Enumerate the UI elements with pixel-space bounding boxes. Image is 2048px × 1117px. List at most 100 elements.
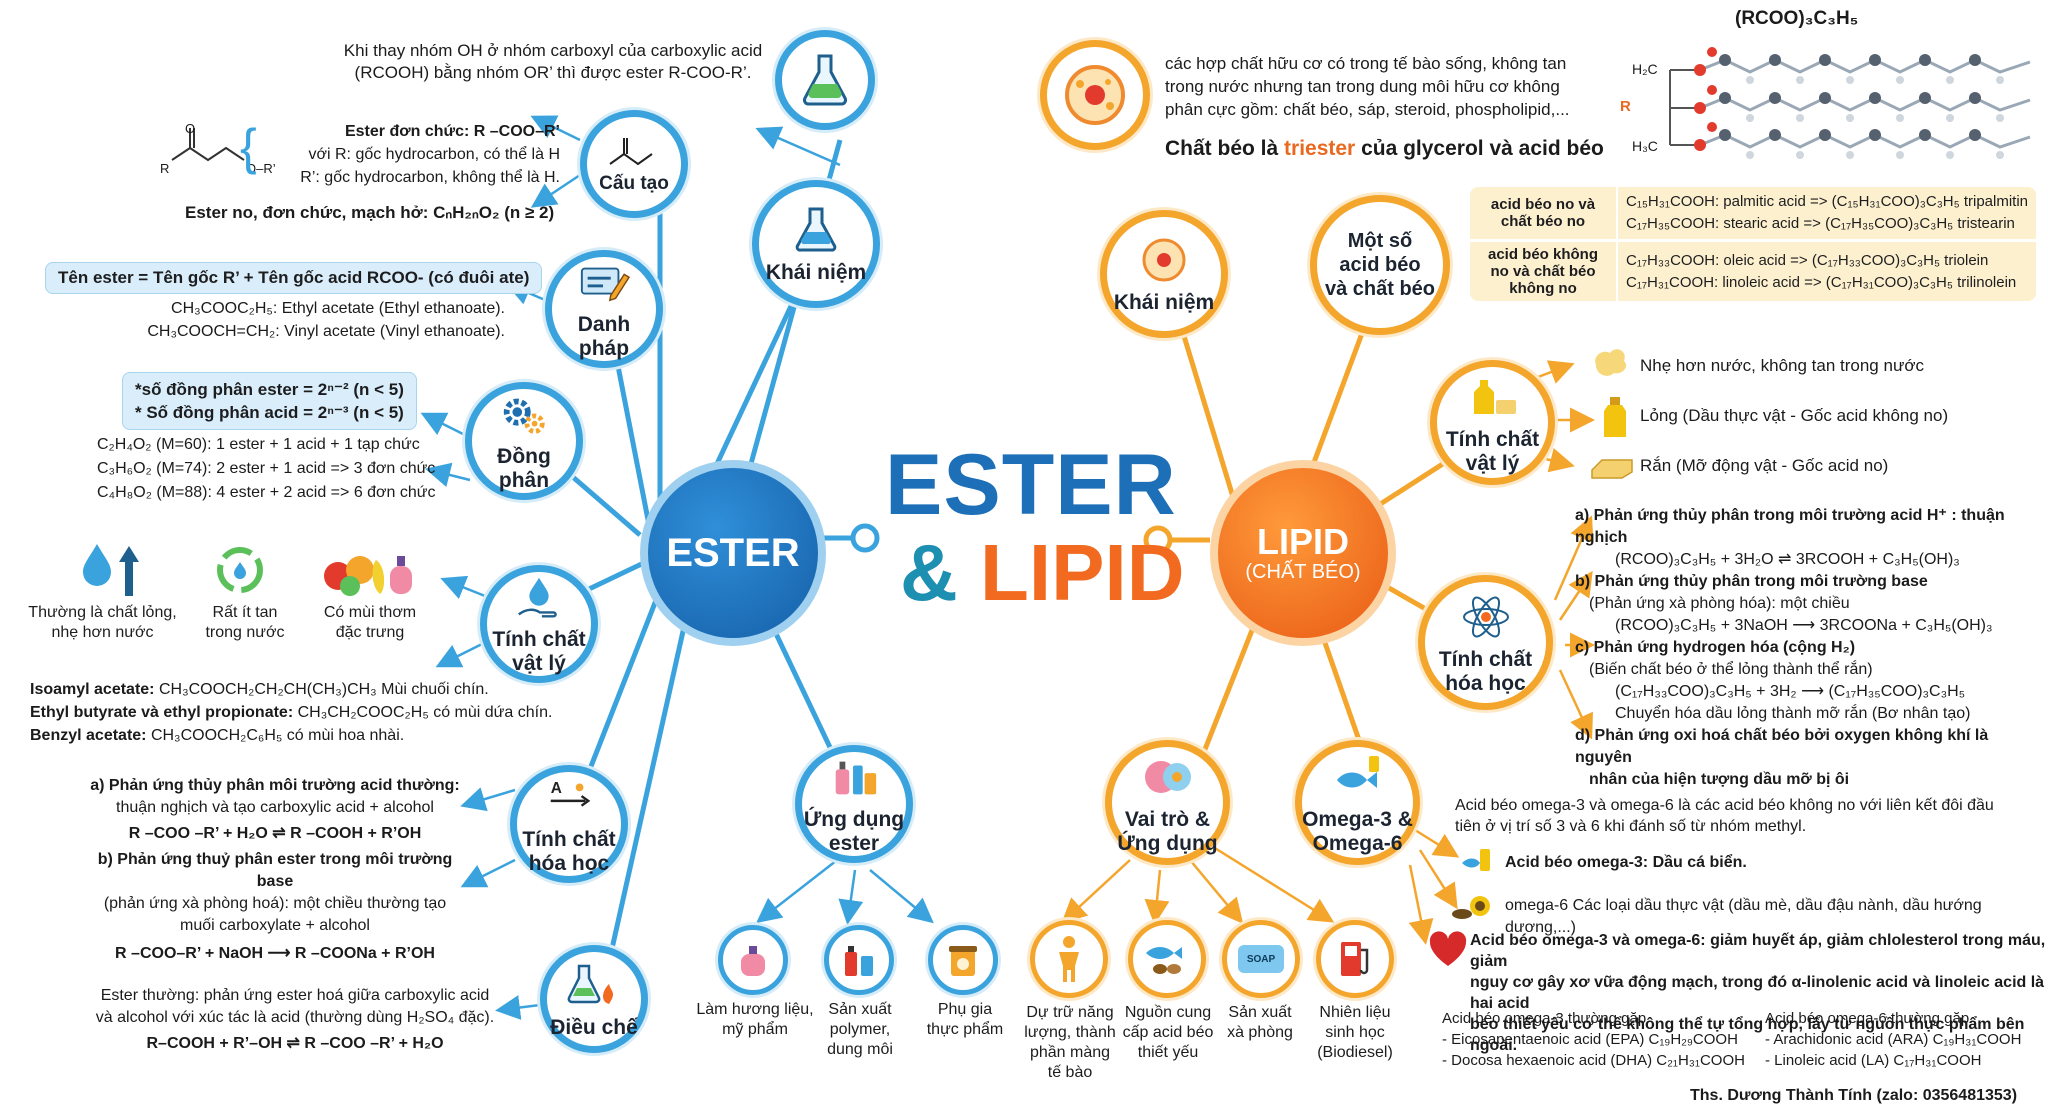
omega3-list-1: - Eicosapentaenoic acid (EPA) C₁₉H₂₉COOH — [1442, 1031, 1738, 1048]
lipid-omega-node[interactable]: Omega-3 & Omega-6 — [1295, 740, 1420, 865]
lipid-hh-c2: (Biến chất béo ở thể lỏng thành thể rắn) — [1589, 661, 1873, 678]
ester-hh-b1: b) Phản ứng thuỷ phân ester trong môi tr… — [97, 851, 453, 890]
ethyl-name: Ethyl butyrate và ethyl propionate: — [30, 704, 294, 721]
ester-dong-phan-node[interactable]: Đồng phân — [465, 382, 583, 500]
omega6-list-head: Acid béo omega-6 thường gặp — [1765, 1010, 1970, 1027]
sunflower-seeds-icon — [1452, 896, 1490, 919]
glycerol-r: R — [1620, 98, 1631, 115]
lipid-vl-icon-3 — [1590, 450, 1634, 485]
ester-hh-b4: R –COO–R’ + NaOH ⟶ R –COONa + R’OH — [115, 945, 435, 962]
hand-water-drop-icon — [518, 577, 557, 618]
omega6-source: omega-6 Các loại dầu thực vật (dầu mè, d… — [1505, 897, 1982, 936]
lipid-vat-ly-label: Tính chất vật lý — [1445, 427, 1540, 475]
chemical-bottles-icon — [845, 946, 873, 976]
ester-vat-ly-icon-2 — [210, 540, 270, 605]
ester-scent-examples: Isoamyl acetate: CH₃COOCH₂CH₂CH(CH₃)CH₃ … — [30, 678, 552, 747]
lipid-chat-beo-def: Chất béo là triester của glycerol và aci… — [1165, 138, 1604, 160]
lipid-hh-c1: c) Phản ứng hydrogen hóa (cộng H₂) — [1575, 639, 1856, 656]
ester-center-node[interactable]: ESTER — [640, 460, 826, 646]
struct-r-label: R — [160, 161, 170, 176]
lipid-hoa-hoc-node[interactable]: Tính chất hóa học — [1418, 575, 1553, 710]
lipid-acid-beo-node[interactable]: Một số acid béo và chất béo — [1310, 195, 1450, 335]
ester-app-1-caption: Làm hương liệu, mỹ phẩm — [696, 1001, 814, 1038]
recycle-water-icon — [217, 547, 263, 593]
ester-vat-ly-node[interactable]: Tính chất vật lý — [480, 565, 598, 683]
omega6-list-2: - Linoleic acid (LA) C₁₇H₃₁COOH — [1765, 1052, 1982, 1069]
fish-oil-icon — [1336, 755, 1379, 788]
ester-dc-t2: và alcohol với xúc tác là acid (thường d… — [95, 1009, 495, 1026]
ester-danh-phap-ex1: CH₃COOC₂H₅: Ethyl acetate (Ethyl ethanoa… — [171, 300, 505, 317]
lipid-hoa-hoc-label: Tính chất hóa học — [1438, 647, 1533, 695]
lipid-hh-b1: b) Phản ứng thủy phân trong môi trường b… — [1575, 573, 1928, 590]
lipid-vl-icon-1 — [1590, 345, 1630, 384]
ester-dong-phan-ex3: C₄H₈O₂ (M=88): 4 ester + 2 acid => 6 đơn… — [97, 484, 436, 501]
lipid-omega-intro: Acid béo omega-3 và omega-6 là các acid … — [1455, 795, 1994, 837]
lipid-vl-p3: Rắn (Mỡ động vật - Gốc acid no) — [1640, 456, 1889, 475]
lipid-role-fuel-node — [1316, 920, 1394, 998]
ester-app-food-node — [928, 925, 998, 995]
lipid-vai-tro-label: Vai trò & Ứng dụng — [1117, 807, 1218, 855]
ester-dc-t1: Ester thường: phản ứng ester hoá giữa ca… — [100, 987, 490, 1004]
ester-hh-b3: muối carboxylate + alcohol — [180, 917, 370, 934]
oil-butter-icon — [1473, 379, 1516, 414]
chat-beo-def-b: triester — [1284, 137, 1356, 160]
ester-dieu-che-label: Điều chế — [550, 1016, 638, 1039]
omega3-icon — [1460, 845, 1496, 880]
ester-cau-tao-node[interactable]: Cấu tạo — [580, 110, 688, 218]
lipid-def-t1: các hợp chất hữu cơ có trong tế bào sống… — [1165, 54, 1567, 73]
fish-oil-bottle-icon — [1462, 849, 1490, 871]
ester-vat-ly-label: Tính chất vật lý — [492, 628, 586, 675]
ester-vat-ly-icon-1 — [75, 540, 145, 605]
ester-khai-niem-node[interactable]: Khái niệm — [752, 180, 880, 308]
gears-icon — [503, 398, 545, 434]
ester-dieu-che-node[interactable]: Điều chế — [540, 945, 648, 1053]
ester-ung-dung-node[interactable]: Ứng dụng ester — [795, 745, 913, 863]
ester-vat-ly-p1: Thường là chất lỏng, nhẹ hơn nước — [28, 604, 177, 641]
lipid-hh-a1: a) Phản ứng thủy phân trong môi trường a… — [1575, 507, 2005, 546]
soap-icon: SOAP — [1238, 945, 1284, 973]
lipid-vat-ly-node[interactable]: Tính chất vật lý — [1430, 360, 1555, 485]
fa-group2-label: acid béo không no và chất béo không no — [1470, 240, 1618, 301]
title-ester: ESTER — [885, 437, 1177, 533]
lipid-role-body-node — [1030, 920, 1108, 998]
lipid-center-sublabel: (CHẤT BÉO) — [1245, 560, 1361, 583]
lipid-khai-niem-node[interactable]: Khái niệm — [1100, 210, 1228, 338]
triglyceride-chains — [1694, 47, 2031, 159]
ester-hh-a2: thuận nghịch và tạo carboxylic acid + al… — [116, 799, 434, 816]
ester-danh-phap-rule: Tên ester = Tên gốc R’ + Tên gốc acid RC… — [45, 262, 543, 294]
struct-o-label: O — [185, 121, 196, 136]
title-lipid: LIPID — [980, 528, 1185, 617]
omega3-list-head: Acid béo omega-3 thường gặp — [1442, 1010, 1647, 1027]
lipid-center-node[interactable]: LIPID (CHẤT BÉO) — [1210, 460, 1396, 646]
lipid-role-4-caption: Nhiên liệu sinh học (Biodiesel) — [1317, 1004, 1393, 1061]
lipid-def-t3: phân cực gồm: chất béo, sáp, steroid, ph… — [1165, 100, 1570, 119]
ester-khai-niem-label: Khái niệm — [765, 261, 867, 284]
lipid-vai-tro-node[interactable]: Vai trò & Ứng dụng — [1105, 740, 1230, 865]
fa-g2-row2: C₁₇H₃₁COOH: linoleic acid => (C₁₇H₃₁COO)… — [1626, 273, 2017, 291]
lipid-acid-beo-label: Một số acid béo và chất béo — [1324, 230, 1436, 300]
chat-beo-def-c: của glycerol và acid béo — [1355, 137, 1604, 160]
lipid-vl-p1: Nhẹ hơn nước, không tan trong nước — [1640, 356, 1924, 375]
ester-r-phay: R’: gốc hydrocarbon, không thể là H. — [300, 169, 560, 186]
food-jar-icon — [949, 946, 977, 976]
lipid-vl-icon-2 — [1600, 395, 1630, 444]
ester-voi-r: với R: gốc hydrocarbon, có thể là H — [308, 146, 561, 163]
fa-g1-row2: C₁₇H₃₅COOH: stearic acid => (C₁₇H₃₅COO)₃… — [1626, 215, 2015, 232]
lipid-cell-node — [1040, 40, 1150, 150]
ester-hoa-hoc-node[interactable]: A Tính chất hóa học — [510, 765, 628, 883]
lipid-def-t2: trong nước nhưng tan trong dung môi hữu … — [1165, 77, 1560, 96]
ester-danh-phap-node[interactable]: Danh pháp — [545, 250, 663, 368]
lipid-khai-niem-label: Khái niệm — [1113, 291, 1215, 314]
omega3-list: Acid béo omega-3 thường gặp - Eicosapent… — [1442, 1008, 1745, 1071]
fa-group1-label: acid béo no và chất béo no — [1470, 187, 1618, 241]
main-title: ESTER & LIPID — [885, 440, 1184, 616]
ester-danh-phap-label: Danh pháp — [577, 313, 631, 360]
ester-dieu-che-text: Ester thường: phản ứng ester hoá giữa ca… — [85, 985, 505, 1055]
ester-ung-dung-label: Ứng dụng ester — [803, 808, 905, 855]
benzyl-text: CH₃COOCH₂C₆H₅ có mùi hoa nhài. — [146, 727, 405, 744]
glycerol-h2c-top: H₂C — [1632, 61, 1658, 77]
soap-text: SOAP — [1246, 953, 1276, 965]
ester-dong-phan-label: Đồng phân — [497, 445, 551, 492]
svg-text:A: A — [551, 780, 562, 797]
cell-plate-icon — [1144, 760, 1191, 793]
